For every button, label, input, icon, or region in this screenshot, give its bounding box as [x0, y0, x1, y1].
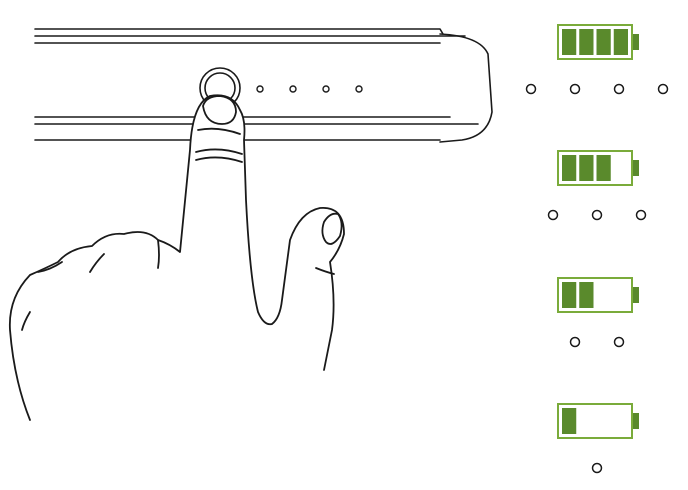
battery-bar-2	[579, 29, 594, 55]
battery-bar-2	[579, 155, 594, 181]
battery-bar-3	[596, 155, 611, 181]
led-indicator-2	[613, 336, 625, 348]
battery-terminal	[633, 287, 639, 303]
battery-bar-1	[562, 408, 577, 434]
finger-crease-2	[195, 148, 243, 155]
pinky-finger-line	[37, 261, 63, 273]
thumb-nail	[321, 212, 343, 245]
fingernail	[202, 95, 237, 125]
battery-level-row-3	[557, 277, 639, 348]
battery-terminal	[633, 413, 639, 429]
battery-bar-2	[579, 282, 594, 308]
finger-crease-1	[197, 127, 241, 135]
battery-terminal	[633, 160, 639, 176]
palm-line	[21, 311, 31, 331]
device-led-indicators	[256, 85, 363, 93]
device-led-4	[355, 85, 363, 93]
device-led-3	[322, 85, 330, 93]
battery-bar-1	[562, 155, 577, 181]
led-indicator-3	[635, 209, 647, 221]
hand-outline	[8, 94, 345, 421]
thumb-crease	[315, 267, 335, 275]
finger-crease-3	[195, 156, 243, 163]
battery-level-row-2	[547, 150, 647, 221]
battery-level-row-4	[557, 403, 639, 474]
led-indicator-2	[569, 83, 581, 95]
power-bank	[34, 28, 493, 143]
middle-finger-line	[157, 239, 160, 269]
device-led-1	[256, 85, 264, 93]
led-indicator-2	[591, 209, 603, 221]
power-bank-top-edge	[34, 28, 444, 35]
battery-terminal	[633, 34, 639, 50]
led-indicator-4	[657, 83, 669, 95]
battery-bar-4	[613, 29, 628, 55]
led-indicator-1	[525, 83, 537, 95]
power-bank-end-cap	[439, 33, 493, 143]
battery-level-legend	[525, 24, 669, 474]
battery-bar-1	[562, 282, 577, 308]
battery-bar-3	[596, 29, 611, 55]
led-indicator-3	[613, 83, 625, 95]
battery-level-row-1	[525, 24, 669, 95]
led-indicator-1	[569, 336, 581, 348]
device-led-2	[289, 85, 297, 93]
hand-pressing-icon	[8, 94, 345, 421]
led-indicator-1	[547, 209, 559, 221]
ring-finger-line	[89, 253, 105, 273]
led-indicator-1	[591, 462, 603, 474]
battery-bar-1	[562, 29, 577, 55]
